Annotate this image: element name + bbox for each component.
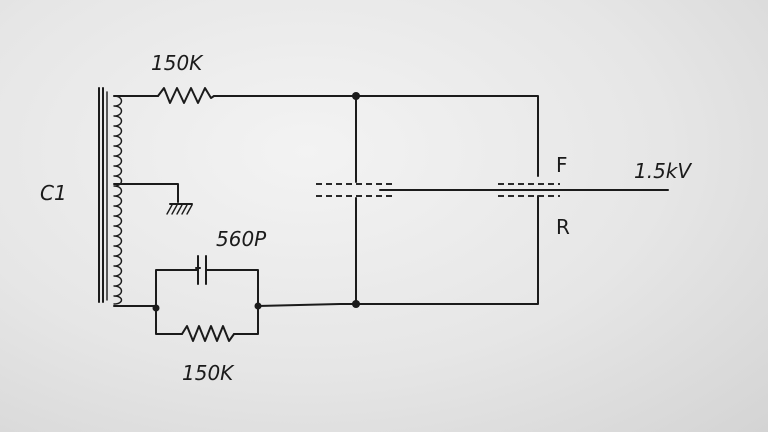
wire-rc-lower-left	[155, 307, 183, 335]
capacitor	[195, 255, 207, 285]
voltage-label: 1.5kV	[634, 159, 692, 183]
terminal-f-label: F	[556, 153, 568, 177]
ground-symbol	[166, 203, 193, 215]
electrode-left	[316, 183, 394, 197]
wire-rc-upper	[155, 269, 199, 309]
transformer-coil	[113, 95, 123, 305]
electrode-right	[498, 183, 560, 197]
wire-rc-upper-right	[205, 269, 259, 307]
wire-center-tap	[113, 183, 179, 203]
capacitor-label: 560P	[216, 227, 267, 251]
resistor-top-label: 150K	[151, 51, 204, 75]
wire-top-bus	[213, 95, 539, 177]
wire-rc-lower-right	[233, 305, 259, 335]
transformer-label: C1	[40, 181, 67, 205]
terminal-r-label: R	[556, 215, 570, 239]
resistor-top	[157, 87, 215, 104]
resistor-bottom-label: 150K	[182, 361, 235, 385]
resistor-bottom	[181, 325, 235, 342]
transformer-core	[98, 87, 108, 303]
wire-bottom-bus	[257, 195, 539, 307]
